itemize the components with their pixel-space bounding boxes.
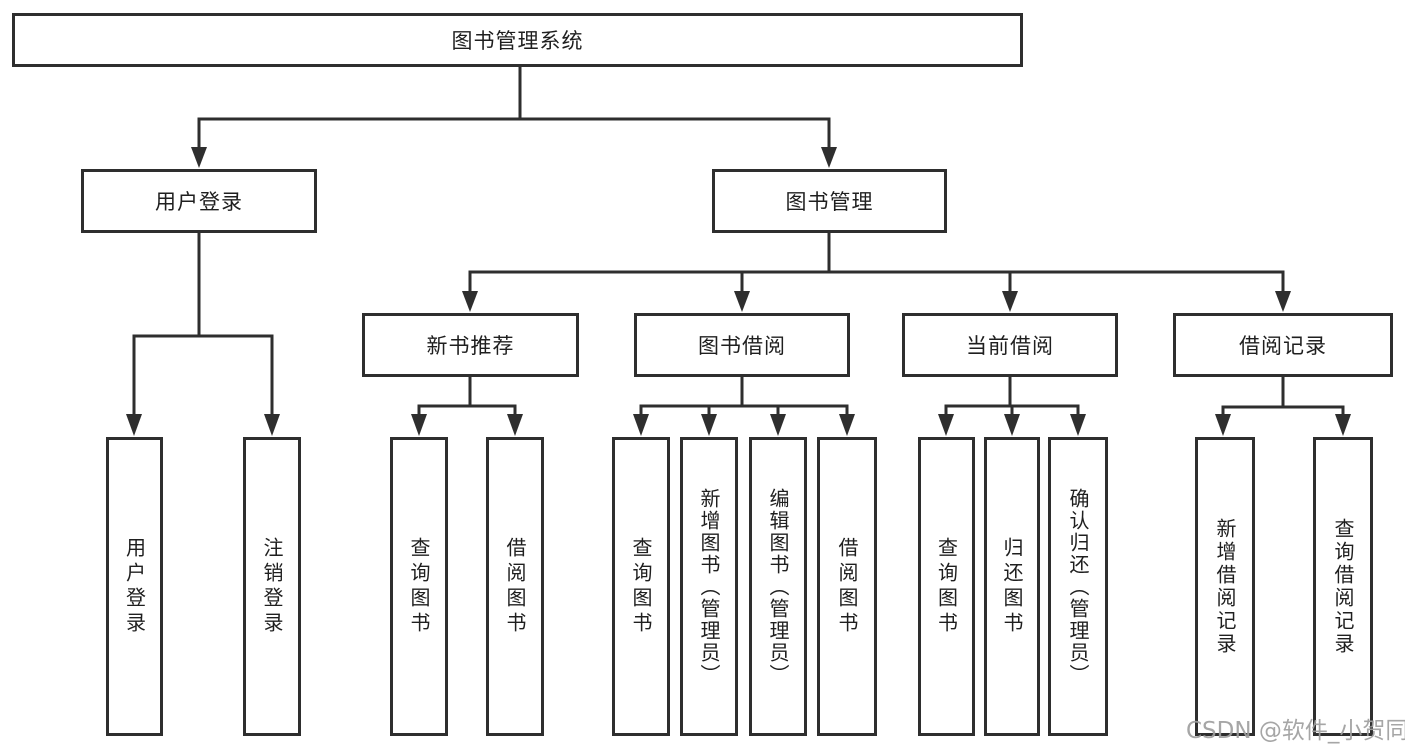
leaf-return-books: 归还图书 (984, 437, 1040, 736)
node-book-management: 图书管理 (712, 169, 947, 233)
csdn-watermark: CSDN @软件_小贺同学 (1186, 718, 1405, 744)
leaf-query-borrow-record: 查询借阅记录 (1313, 437, 1373, 736)
leaf-borrowing-query-books: 查询图书 (612, 437, 670, 736)
leaf-borrowing-borrow-books: 借阅图书 (817, 437, 877, 736)
node-new-book-recommend: 新书推荐 (362, 313, 579, 377)
node-borrowing-records: 借阅记录 (1173, 313, 1393, 377)
leaf-add-books-admin: 新增图书（管理员） (680, 437, 738, 736)
leaf-logout: 注销登录 (243, 437, 301, 736)
leaf-confirm-return-admin: 确认归还（管理员） (1048, 437, 1108, 736)
leaf-add-borrow-record: 新增借阅记录 (1195, 437, 1255, 736)
leaf-recommend-query-books: 查询图书 (390, 437, 448, 736)
node-current-borrowing: 当前借阅 (902, 313, 1118, 377)
node-book-borrowing: 图书借阅 (634, 313, 850, 377)
leaf-user-login: 用户登录 (106, 437, 163, 736)
node-user-login: 用户登录 (81, 169, 317, 233)
arrowheads (126, 147, 1351, 436)
leaf-current-query-books: 查询图书 (918, 437, 975, 736)
node-system-root: 图书管理系统 (12, 13, 1023, 67)
leaf-edit-books-admin: 编辑图书（管理员） (749, 437, 807, 736)
leaf-recommend-borrow-books: 借阅图书 (486, 437, 544, 736)
